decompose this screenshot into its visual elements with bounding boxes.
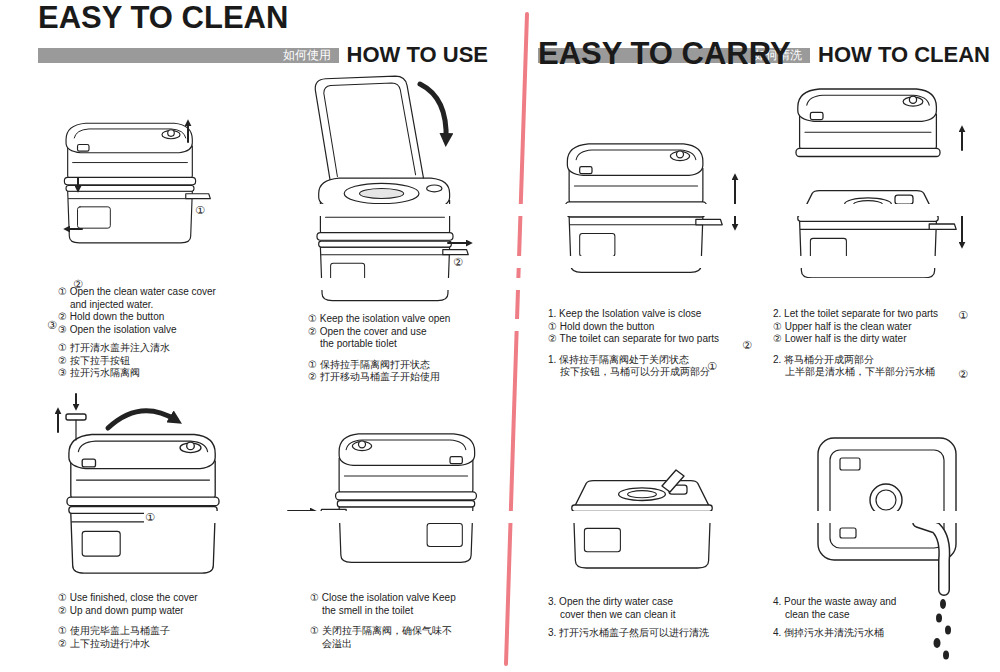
- double-arrow: [734, 176, 736, 228]
- toilet-figure: [315, 76, 468, 300]
- arrow: [66, 228, 82, 230]
- step-text: ① Upper half is the clean water: [773, 321, 948, 334]
- arrow: [961, 216, 963, 246]
- text-column: ① Open the clean water case cover and in…: [58, 286, 232, 380]
- band-label: HOW TO USE: [339, 44, 488, 66]
- step-text: ① Hold down the button: [548, 321, 723, 334]
- text-column: 1. Keep the Isolation valve is close① Ho…: [548, 308, 723, 379]
- upper-tank: [67, 435, 219, 506]
- step-text: ① Open the clean water case cover and in…: [58, 286, 232, 311]
- step-text: 4. Pour the waste away and clean the cas…: [773, 596, 909, 621]
- curved-arrow: [108, 411, 176, 428]
- text-column: ① Keep the isolation valve open② Open th…: [308, 313, 450, 384]
- toilet-figure: [324, 83, 416, 177]
- lower-tank: [320, 501, 475, 563]
- band-label: HOW TO CLEAN: [810, 44, 990, 66]
- section-title: EASY TO CLEAN: [38, 0, 1000, 36]
- pouring-figure: [943, 651, 949, 660]
- step-text: ② Open the cover and use the portable ti…: [308, 326, 436, 351]
- step-text: ① 使用完毕盖上马桶盖子: [58, 625, 198, 638]
- text-column: 4. Pour the waste away and clean the cas…: [773, 596, 909, 640]
- pump-handle: [66, 414, 86, 420]
- pouring-figure: [818, 438, 956, 560]
- pouring-figure: [918, 522, 944, 590]
- callout-number: ①: [194, 204, 1000, 216]
- step-text: 1. Keep the Isolation valve is close: [548, 308, 723, 321]
- upper-tank: [796, 89, 940, 157]
- toilet-figure: [360, 188, 404, 198]
- lower-tank: [798, 215, 956, 278]
- step-text: ① Use finished, close the cover: [58, 592, 198, 605]
- pouring-figure: [936, 614, 942, 623]
- toilet-figure: [317, 233, 453, 241]
- step-text: ② Up and down pump water: [58, 605, 198, 618]
- callout-number: ①: [957, 309, 1000, 321]
- pouring-figure: [840, 528, 856, 538]
- step-text: 4. 倒掉污水并清洗污水桶: [773, 627, 909, 640]
- pouring-figure: [876, 490, 896, 510]
- step-text: ② Lower half is the dirty water: [773, 333, 948, 346]
- curved-arrow: [420, 84, 446, 140]
- step-text: ③ Open the isolation valve: [58, 324, 232, 337]
- pouring-figure: [840, 458, 860, 470]
- pouring-figure: [918, 522, 944, 590]
- cap: [662, 470, 684, 492]
- upper-tank: [64, 123, 195, 185]
- lower-tank: [319, 241, 469, 301]
- toilet-figure: [67, 435, 236, 574]
- arrow: [187, 122, 189, 142]
- step-text: ① 打开清水盖并注入清水: [58, 342, 232, 355]
- step-text: ② 按下拉手按钮: [58, 355, 232, 368]
- step-text: 1. 保持拉手隔离阀处于关闭状态 按下按钮，马桶可以分开成两部分: [548, 354, 723, 379]
- pouring-figure: [830, 450, 944, 548]
- step-text: 3. 打开污水桶盖子然后可以进行清洗: [548, 627, 709, 640]
- lower-tank: [66, 186, 210, 243]
- arrow: [961, 128, 963, 150]
- toilet-figure: [320, 434, 477, 562]
- pouring-figure: [940, 599, 946, 609]
- pump-rod: [75, 420, 76, 440]
- step-text: ② The toilet can separate for two parts: [548, 333, 723, 346]
- band-label: 如何使用: [283, 44, 339, 66]
- lower-half-figure: [572, 481, 730, 568]
- text-column: ① Use finished, close the cover② Up and …: [58, 592, 198, 650]
- step-text: 2. 将马桶分开成两部分 上半部是清水桶，下半部分污水桶: [773, 354, 948, 379]
- pouring-figure: [945, 626, 951, 635]
- step-text: ② 上下拉动进行冲水: [58, 638, 198, 651]
- arrow: [75, 394, 77, 408]
- toilet-figure: [344, 183, 419, 203]
- pouring-figure: [934, 638, 941, 648]
- text-column: 2. Let the toilet separate for two parts…: [773, 308, 948, 379]
- step-text: ② Hold down the button: [58, 311, 232, 324]
- step-text: 3. Open the dirty water case cover then …: [548, 596, 693, 621]
- toilet-figure: [315, 76, 424, 183]
- upper-tank: [566, 144, 707, 210]
- callout-number: ①: [144, 511, 1000, 523]
- callout-number: ②: [452, 256, 1000, 268]
- step-text: ② 打开移动马桶盖子开始使用: [308, 371, 450, 384]
- divider-line: [506, 14, 527, 664]
- arrow: [57, 410, 59, 432]
- section-title: EASY TO CARRY: [538, 36, 1000, 72]
- upper-half-figure: [796, 89, 940, 157]
- step-text: ① Keep the isolation valve open: [308, 313, 450, 326]
- text-column: 3. Open the dirty water case cover then …: [548, 596, 709, 640]
- arrow: [448, 242, 470, 244]
- pouring-figure: [818, 438, 956, 660]
- toilet-figure: [427, 185, 442, 192]
- step-text: 2. Let the toilet separate for two parts: [773, 308, 948, 321]
- step-text: ① 保持拉手隔离阀打开状态: [308, 359, 450, 372]
- step-text: ① Close the isolation valve Keep the sme…: [310, 592, 460, 617]
- section-band: 如何使用HOW TO USE: [38, 44, 488, 66]
- toilet-figure: [326, 217, 445, 218]
- step-text: ① 关闭拉手隔离阀，确保气味不会溢出: [310, 625, 458, 650]
- step-text: ③ 拉开污水隔离阀: [58, 367, 232, 380]
- upper-tank: [336, 434, 477, 500]
- callout-number: ②: [957, 368, 1000, 380]
- arrow: [77, 178, 79, 190]
- text-column: ① Close the isolation valve Keep the sme…: [310, 592, 460, 650]
- toilet-figure: [319, 178, 450, 207]
